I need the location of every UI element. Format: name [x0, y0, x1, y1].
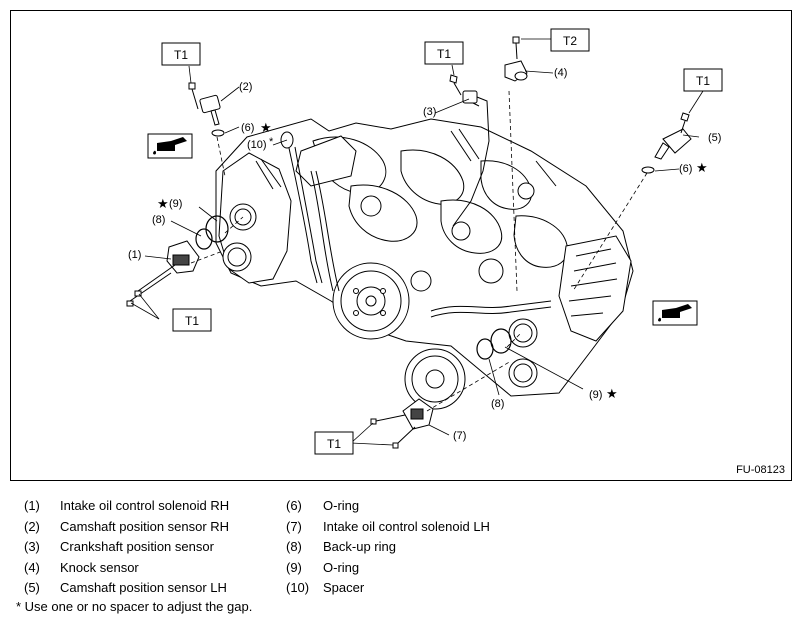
- legend-number: (6): [286, 498, 302, 513]
- bolts: [126, 36, 690, 449]
- asterisk-mark: *: [269, 136, 274, 148]
- legend-label: O-ring: [323, 559, 360, 575]
- callout-6: (6): [241, 122, 254, 134]
- torque-label: T1: [696, 74, 710, 88]
- intake-solenoid-rh-part: [166, 240, 200, 274]
- callout-8: (8): [152, 214, 165, 226]
- leader-lines: [130, 38, 704, 446]
- torque-box-t1: T1: [314, 431, 354, 455]
- rings-right: [476, 328, 512, 360]
- callout-1: (1): [128, 249, 141, 261]
- legend-number: (4): [24, 559, 40, 575]
- star-mark: ★: [696, 160, 708, 175]
- legend-number: (10): [286, 580, 310, 595]
- legend-label: O-ring: [323, 498, 360, 513]
- legend-label: Crankshaft position sensor: [60, 539, 214, 554]
- star-mark: ★: [606, 386, 618, 401]
- oil-can-icon: [147, 133, 193, 159]
- callout-10: (10): [247, 139, 267, 151]
- oil-can-icon: [652, 300, 698, 326]
- intake-solenoid-lh-part: [402, 398, 434, 430]
- legend-number: (7): [286, 518, 302, 534]
- legend-label: Spacer: [323, 580, 365, 595]
- legend-label: Back-up ring: [323, 539, 396, 554]
- engine-illustration: [215, 118, 634, 410]
- figure-frame: T1 T1 T2 T1 T1 T1: [10, 10, 792, 481]
- torque-label: T1: [185, 314, 199, 328]
- legend-item: (7) Intake oil control solenoid LH: [286, 517, 490, 538]
- legend-item: (4) Knock sensor: [24, 558, 229, 579]
- legend-number: (1): [24, 498, 40, 513]
- footnote: * Use one or no spacer to adjust the gap…: [16, 599, 253, 614]
- torque-labels: T1 T1 T2 T1 T1 T1: [161, 28, 723, 455]
- camshaft-sensor-rh-part: [199, 94, 225, 137]
- callout-labels: (2) (6) ★ (10) * ★ (9) (8) (1) (3) (4) (…: [128, 67, 721, 442]
- legend-left: (1) Intake oil control solenoid RH (2) C…: [24, 496, 229, 599]
- callout-6: (6): [679, 163, 692, 175]
- legend-number: (8): [286, 539, 302, 554]
- legend-label: Intake oil control solenoid RH: [60, 498, 230, 513]
- legend-number: (5): [24, 580, 40, 595]
- legend-item: (9) O-ring: [286, 558, 490, 579]
- torque-box-t1: T1: [172, 308, 212, 332]
- legend-label: Camshaft position sensor RH: [60, 518, 230, 534]
- torque-box-t2: T2: [550, 28, 590, 52]
- torque-box-t1: T1: [161, 42, 201, 66]
- legend-item: (2) Camshaft position sensor RH: [24, 517, 229, 538]
- callout-8: (8): [491, 398, 504, 410]
- legend-item: (3) Crankshaft position sensor: [24, 537, 229, 558]
- torque-label: T1: [327, 437, 341, 451]
- knock-sensor-part: [504, 60, 528, 82]
- star-mark: ★: [260, 120, 272, 135]
- legend-item: (6) O-ring: [286, 496, 490, 517]
- legend-label: Knock sensor: [60, 559, 139, 575]
- legend-right: (6) O-ring (7) Intake oil control soleno…: [286, 496, 490, 599]
- legend-number: (3): [24, 539, 40, 554]
- legend-number: (9): [286, 559, 302, 575]
- figure-code: FU-08123: [736, 464, 785, 476]
- callout-9: (9): [169, 198, 182, 210]
- assembly-lines: [190, 90, 648, 412]
- torque-label: T1: [437, 47, 451, 61]
- callout-7: (7): [453, 430, 466, 442]
- rings-left: [195, 215, 229, 250]
- legend-item: (10) Spacer: [286, 578, 490, 599]
- callout-2: (2): [239, 81, 252, 93]
- torque-box-t1: T1: [424, 41, 464, 65]
- callout-5: (5): [708, 132, 721, 144]
- callout-9: (9): [589, 389, 602, 401]
- torque-box-t1: T1: [683, 68, 723, 92]
- legend-label: Intake oil control solenoid LH: [323, 518, 490, 534]
- legend-label: Camshaft position sensor LH: [60, 580, 227, 595]
- dipstick-tube: [280, 131, 323, 284]
- star-mark: ★: [157, 196, 169, 211]
- engine-exploded-diagram: T1 T1 T2 T1 T1 T1: [126, 28, 723, 455]
- legend-item: (1) Intake oil control solenoid RH: [24, 496, 229, 517]
- callout-4: (4): [554, 67, 567, 79]
- torque-label: T2: [563, 34, 577, 48]
- torque-label: T1: [174, 48, 188, 62]
- legend-item: (8) Back-up ring: [286, 537, 490, 558]
- legend-item: (5) Camshaft position sensor LH: [24, 578, 229, 599]
- legend-number: (2): [24, 518, 40, 534]
- callout-3: (3): [423, 106, 436, 118]
